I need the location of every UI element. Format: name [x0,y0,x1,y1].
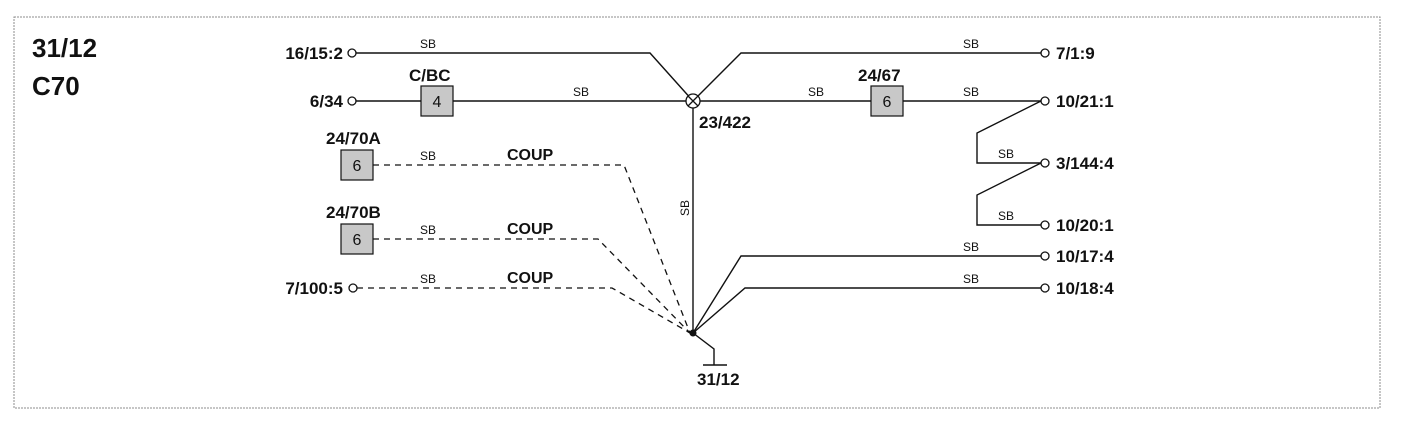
wire-color-label-vertical: SB [678,200,692,216]
terminal-10-20-1-circle [1040,220,1050,230]
terminal-6-34-circle [347,96,357,106]
terminal-3-144-4: 3/144:4 [1056,154,1114,173]
connector-cbc-box [420,85,454,117]
terminal-16-15-2-circle [347,48,357,58]
wire-color-label: SB [420,272,436,286]
connector-24-67-label: 24/67 [858,66,901,85]
diagram-code: 31/12 [32,33,97,63]
wire-color-label: SB [963,272,979,286]
coupe-note: COUP [507,270,554,287]
dashed-wire-7-100-5 [357,287,691,334]
terminal-3-144-4-circle [1040,158,1050,168]
wire-color-label: SB [998,147,1014,161]
diagram-model: C70 [32,71,80,101]
connector-24-70b-pin: 6 [353,232,362,249]
dashed-wire-24-70b [373,238,691,334]
terminal-6-34: 6/34 [310,92,344,111]
connector-cbc-pin: 4 [433,94,442,111]
wire-color-label: SB [998,209,1014,223]
ground-label: 31/12 [697,370,740,389]
connector-24-70a-pin: 6 [353,158,362,175]
dashed-wire-24-70a [373,164,691,334]
connector-24-67-box [870,85,904,117]
ground-stem [692,332,715,365]
wire-10-21-1-3-144-4 [976,100,1042,164]
terminal-10-18-4-circle [1040,283,1050,293]
connector-24-70a-label: 24/70A [326,129,381,148]
ground-splice-dot [689,329,697,337]
wire-3-144-4-10-20-1 [976,162,1042,226]
wire-color-label: SB [420,37,436,51]
terminal-7-100-5-circle [348,283,358,293]
connector-24-70b-box [340,223,374,255]
connector-24-67-pin: 6 [883,94,892,111]
terminal-10-17-4: 10/17:4 [1056,247,1114,266]
wire-color-label: SB [963,37,979,51]
terminal-16-15-2: 16/15:2 [285,44,343,63]
connector-24-70a-box [340,149,374,181]
terminal-10-18-4: 10/18:4 [1056,279,1114,298]
wire-color-label: SB [808,85,824,99]
connector-cbc-label: C/BC [409,66,451,85]
wire-10-17-4 [692,255,1041,334]
connector-24-70b-label: 24/70B [326,203,381,222]
terminal-10-20-1: 10/20:1 [1056,216,1114,235]
wire-color-label: SB [963,85,979,99]
junction-symbol [685,93,701,109]
diagram-frame [13,16,1381,409]
wire-color-label: SB [420,223,436,237]
terminal-10-17-4-circle [1040,251,1050,261]
wire-10-18-4 [692,287,1041,334]
wire-7-1-9 [692,52,1041,102]
coupe-note: COUP [507,147,554,164]
wire-16-15-2 [356,52,694,102]
terminal-7-1-9: 7/1:9 [1056,44,1095,63]
terminal-10-21-1: 10/21:1 [1056,92,1114,111]
junction-label: 23/422 [699,113,751,132]
wire-color-label: SB [420,149,436,163]
terminal-10-21-1-circle [1040,96,1050,106]
terminal-7-100-5: 7/100:5 [285,279,343,298]
wire-color-label: SB [963,240,979,254]
terminal-7-1-9-circle [1040,48,1050,58]
wire-color-label: SB [573,85,589,99]
coupe-note: COUP [507,221,554,238]
